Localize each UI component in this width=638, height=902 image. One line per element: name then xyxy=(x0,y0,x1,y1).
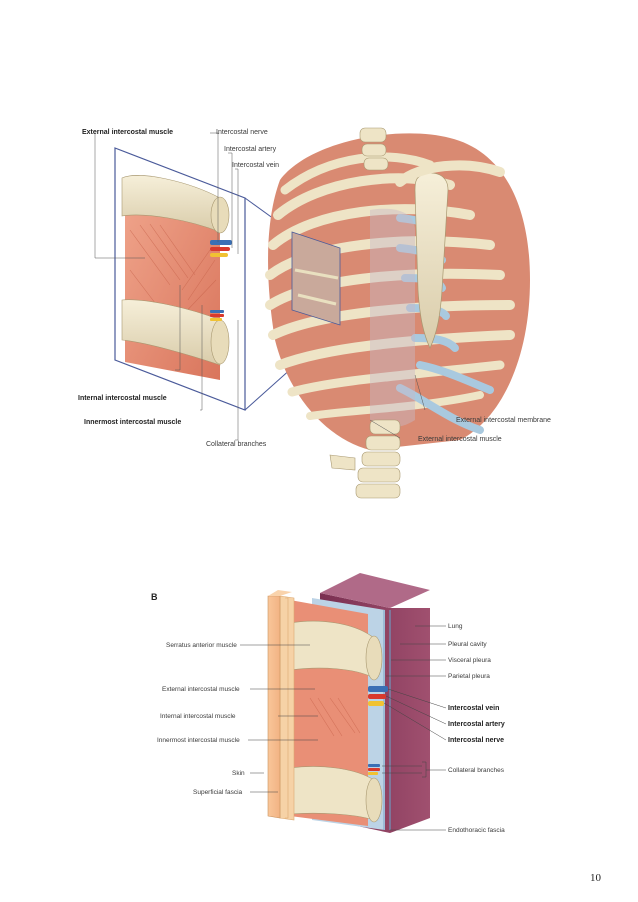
label-pleural-cavity: Pleural cavity xyxy=(448,641,487,648)
inset-intercostal-block xyxy=(121,175,232,380)
label-visceral-pleura: Visceral pleura xyxy=(448,657,491,664)
figure-b-left-leaders xyxy=(240,644,318,793)
label-serratus-anterior-muscle: Serratus anterior muscle xyxy=(166,642,237,649)
label-superficial-fascia: Superficial fascia xyxy=(193,789,243,796)
label-intercostal-artery-b: Intercostal artery xyxy=(448,721,505,728)
label-internal-intercostal-muscle-b: Internal intercostal muscle xyxy=(160,713,236,720)
label-parietal-pleura: Parietal pleura xyxy=(448,673,490,680)
panel-letter-b: B xyxy=(151,592,158,602)
sternum xyxy=(414,172,449,349)
label-endothoracic-fascia: Endothoracic fascia xyxy=(448,827,505,834)
label-collateral-branches: Collateral branches xyxy=(206,441,267,448)
figure-a-illustration xyxy=(94,127,530,499)
label-intercostal-vein-b: Intercostal vein xyxy=(448,705,500,712)
label-lung: Lung xyxy=(448,623,463,630)
vertebral-column xyxy=(329,127,401,499)
label-external-intercostal-membrane: External intercostal membrane xyxy=(456,417,551,424)
label-skin: Skin xyxy=(232,770,245,777)
label-external-intercostal-muscle: External intercostal muscle xyxy=(82,129,174,136)
rib-cage xyxy=(265,127,530,499)
label-innermost-intercostal-muscle: Innermost intercostal muscle xyxy=(84,419,182,426)
label-intercostal-vein: Intercostal vein xyxy=(232,162,280,169)
label-innermost-intercostal-muscle-b: Innermost intercostal muscle xyxy=(157,737,240,744)
label-external-intercostal-muscle-b: External intercostal muscle xyxy=(162,686,240,693)
figure-b-illustration xyxy=(267,573,447,833)
page-number: 10 xyxy=(590,872,601,884)
label-intercostal-artery: Intercostal artery xyxy=(224,146,277,153)
label-intercostal-nerve: Intercostal nerve xyxy=(216,129,268,136)
label-internal-intercostal-muscle: Internal intercostal muscle xyxy=(78,395,167,402)
label-external-intercostal-muscle-2: External intercostal muscle xyxy=(418,436,502,443)
label-collateral-branches-b: Collateral branches xyxy=(448,767,505,774)
label-intercostal-nerve-b: Intercostal nerve xyxy=(448,737,505,744)
